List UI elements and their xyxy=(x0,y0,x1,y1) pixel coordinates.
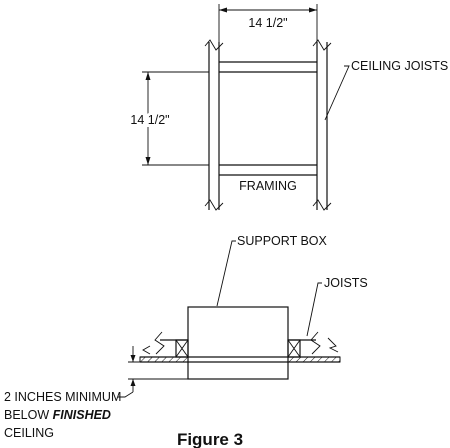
joist-line xyxy=(142,331,339,355)
min-note-line2-prefix: BELOW xyxy=(4,408,53,422)
finished-ceiling xyxy=(139,356,341,363)
plan-view: 14 1/2" 14 1/2" CEILING JOISTS FRAMING xyxy=(127,4,448,211)
side-height-dimension xyxy=(142,71,209,166)
figure-title: Figure 3 xyxy=(177,430,243,448)
top-width-label: 14 1/2" xyxy=(248,16,287,30)
right-blocking xyxy=(287,339,301,358)
top-framing-member xyxy=(219,61,317,73)
side-height-label: 14 1/2" xyxy=(130,113,169,127)
joists-leader xyxy=(306,282,322,337)
section-view: SUPPORT BOX JOISTS xyxy=(118,234,368,398)
min-depth-dimension xyxy=(128,346,188,392)
framing-label: FRAMING xyxy=(239,179,297,193)
left-joist xyxy=(204,39,224,211)
right-joist xyxy=(312,39,332,211)
top-width-dimension xyxy=(218,4,318,42)
min-note-line1: 2 INCHES MINIMUM xyxy=(4,390,121,404)
support-box-leader xyxy=(216,240,236,307)
min-note-leader xyxy=(118,391,134,398)
support-box xyxy=(187,306,289,380)
ceiling-joists-leader xyxy=(324,65,350,121)
min-note-line2: BELOW FINISHED xyxy=(4,408,111,422)
min-note-line3: CEILING xyxy=(4,426,54,440)
support-box-label: SUPPORT BOX xyxy=(237,234,328,248)
ceiling-joists-label: CEILING JOISTS xyxy=(351,59,448,73)
min-note-line2-emph: FINISHED xyxy=(53,408,111,422)
bottom-framing-member xyxy=(219,164,317,176)
left-blocking xyxy=(175,339,189,358)
joists-label: JOISTS xyxy=(324,276,368,290)
